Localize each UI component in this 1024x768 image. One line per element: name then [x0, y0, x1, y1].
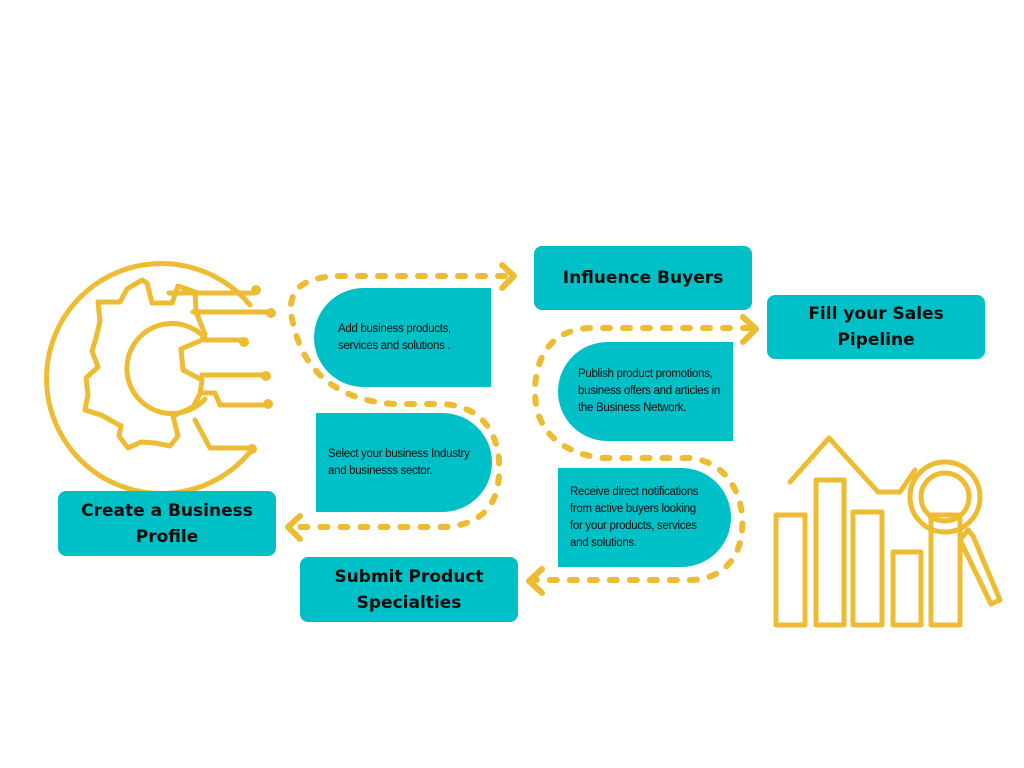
note-select-industry-text: Select your business Industry and busine… — [328, 447, 470, 477]
note-add-products: Add business products, services and solu… — [314, 288, 491, 387]
arrow-left-icon — [526, 566, 545, 596]
step-influence-buyers: Influence Buyers — [534, 246, 752, 310]
step-fill-pipeline: Fill your Sales Pipeline — [767, 295, 985, 359]
note-publish-promotions-text: Publish product promotions, business off… — [578, 368, 720, 414]
note-select-industry: Select your business Industry and busine… — [316, 413, 492, 512]
step-fill-pipeline-label: Fill your Sales Pipeline — [808, 304, 944, 350]
connector-to-pipeline — [527, 325, 753, 583]
arrow-right-icon — [499, 262, 517, 291]
arrow-left-icon — [285, 513, 303, 542]
step-submit-specialties: Submit Product Specialties — [300, 557, 518, 622]
bar-chart-icon — [773, 435, 963, 628]
note-add-products-text: Add business products, services and solu… — [338, 322, 451, 352]
step-create-profile: Create a Business Profile — [58, 491, 276, 556]
arrow-right-icon — [740, 314, 759, 345]
gear-icon-dots — [239, 285, 276, 454]
connector-paths — [287, 273, 753, 583]
step-influence-buyers-label: Influence Buyers — [562, 268, 724, 288]
note-publish-promotions: Publish product promotions, business off… — [558, 342, 733, 441]
magnifier-icon — [907, 459, 1003, 607]
step-submit-specialties-label: Submit Product Specialties — [334, 566, 484, 613]
connector-to-influence — [287, 273, 508, 530]
gear-icon — [44, 261, 273, 496]
note-receive-notifications-text: Receive direct notifications from active… — [570, 485, 699, 549]
note-receive-notifications: Receive direct notifications from active… — [558, 468, 731, 567]
step-create-profile-label: Create a Business Profile — [81, 500, 253, 547]
